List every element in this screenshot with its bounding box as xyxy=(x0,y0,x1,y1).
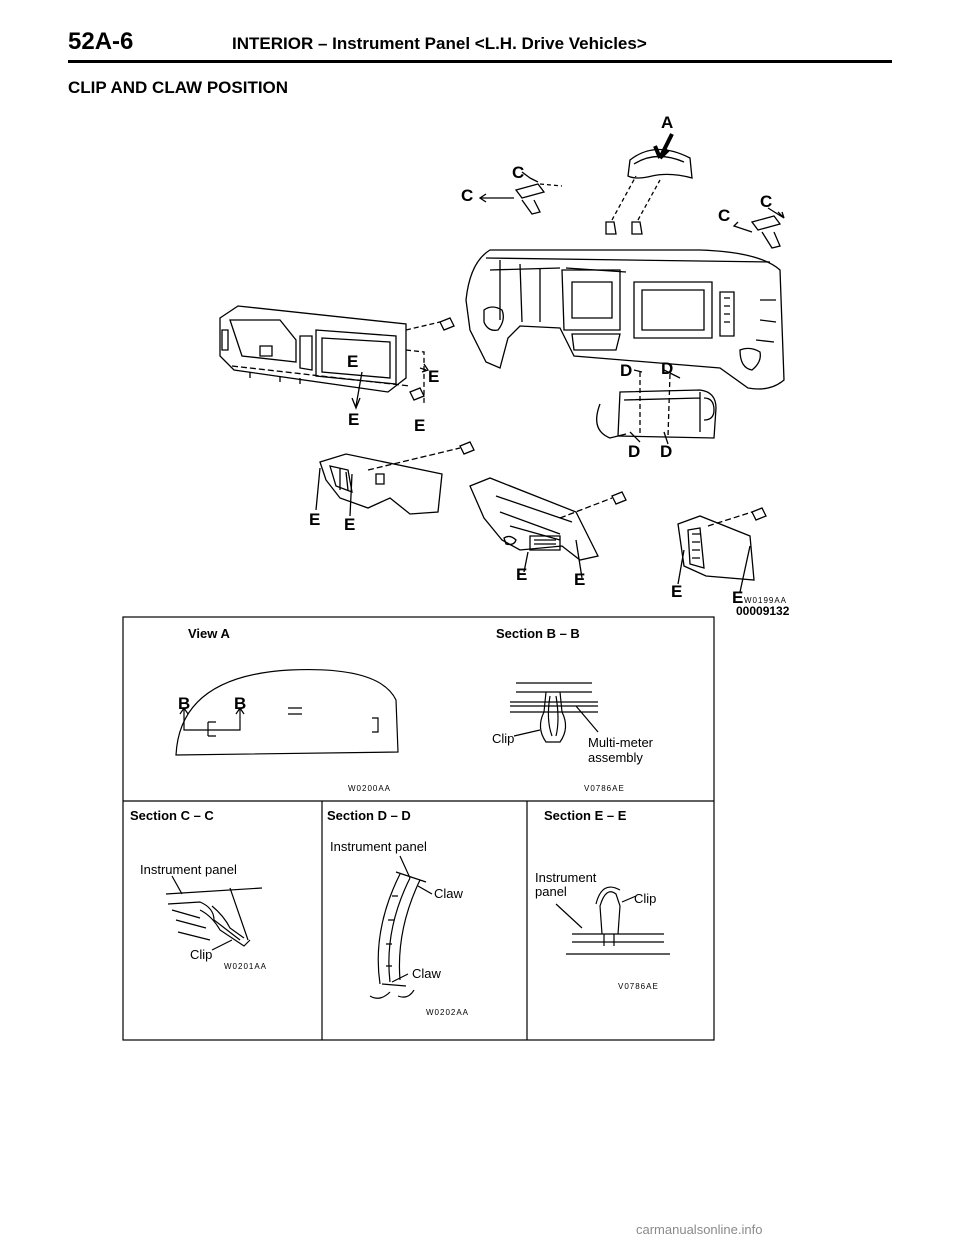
section-bb-code: V0786AE xyxy=(584,784,625,793)
label-d: D xyxy=(628,442,641,461)
section-ee-instrument-label: Instrument xyxy=(535,870,597,885)
page-number: 52A-6 xyxy=(68,28,134,55)
section-cc-instrument-panel-label: Instrument panel xyxy=(140,862,237,877)
label-c: C xyxy=(760,192,773,211)
header-rule xyxy=(68,60,892,63)
section-dd-instrument-panel-label: Instrument panel xyxy=(330,839,427,854)
watermark: carmanualsonline.info xyxy=(636,1222,763,1237)
figure-number: 00009132 xyxy=(736,604,790,618)
label-e: E xyxy=(344,515,356,534)
section-cc-title: Section C – C xyxy=(130,808,214,823)
label-b: B xyxy=(178,694,191,713)
section-bb-title: Section B – B xyxy=(496,626,580,641)
section-dd-title: Section D – D xyxy=(327,808,411,823)
label-e: E xyxy=(348,410,360,429)
multimeter-label: Multi-meter xyxy=(588,735,654,750)
assembly-label: assembly xyxy=(588,750,643,765)
section-ee-clip-label: Clip xyxy=(634,891,657,906)
section-ee-title: Section E – E xyxy=(544,808,627,823)
label-c: C xyxy=(461,186,474,205)
section-dd-code: W0202AA xyxy=(426,1008,470,1017)
section-cc-code: W0201AA xyxy=(224,962,268,971)
figure-code: W0199AA xyxy=(744,596,788,605)
view-a-code: W0200AA xyxy=(348,784,392,793)
claw-lower-label: Claw xyxy=(412,966,441,981)
section-ee-panel-label: panel xyxy=(535,884,567,899)
label-e: E xyxy=(516,565,528,584)
page-title: INTERIOR – Instrument Panel <L.H. Drive … xyxy=(232,34,647,53)
claw-upper-label: Claw xyxy=(434,886,463,901)
label-d: D xyxy=(660,442,673,461)
view-a-title: View A xyxy=(188,626,230,641)
label-e: E xyxy=(347,352,359,371)
section-bb-clip-label: Clip xyxy=(492,731,515,746)
label-e: E xyxy=(574,570,586,589)
label-c: C xyxy=(512,163,525,182)
label-d: D xyxy=(661,359,674,378)
label-d: D xyxy=(620,361,633,380)
label-e: E xyxy=(414,416,426,435)
label-e: E xyxy=(732,588,744,607)
label-c: C xyxy=(718,206,731,225)
section-title: CLIP AND CLAW POSITION xyxy=(68,78,289,97)
label-b: B xyxy=(234,694,247,713)
section-cc-clip-label: Clip xyxy=(190,947,213,962)
label-a: A xyxy=(661,113,674,132)
section-ee-code: V0786AE xyxy=(618,982,659,991)
label-e: E xyxy=(309,510,321,529)
label-e: E xyxy=(428,367,440,386)
label-e: E xyxy=(671,582,683,601)
